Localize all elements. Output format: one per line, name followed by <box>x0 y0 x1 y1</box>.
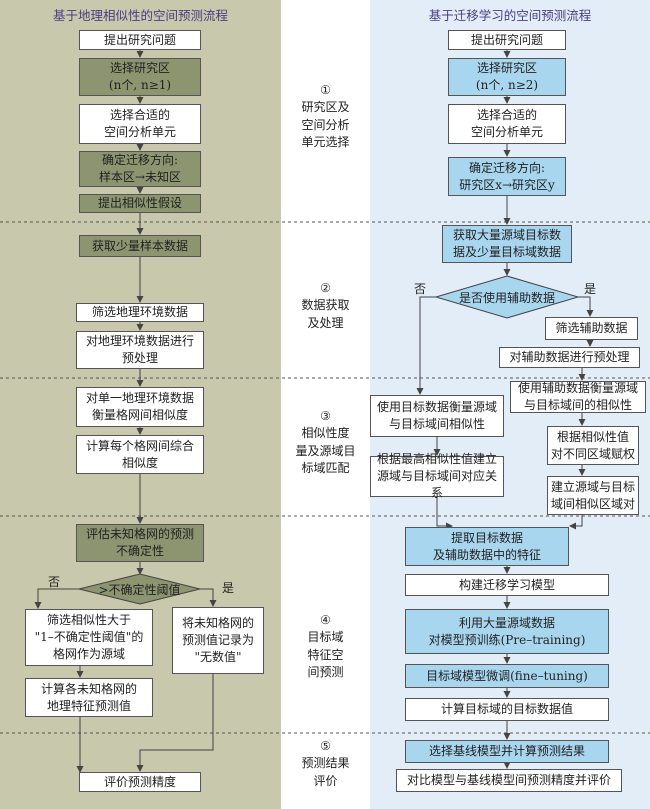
left-filter-env-data: 筛选地理环境数据 <box>76 303 204 322</box>
right-similar-region-pairs: 建立源域与目标 域间相似区域对 <box>547 476 639 515</box>
right-propose-question: 提出研究问题 <box>448 30 566 50</box>
right-target-similarity: 使用目标数据衡量源域 与目标域间相似性 <box>370 395 504 437</box>
left-record-no-value: 将未知格网的 预测值记录为 "无数值" <box>172 607 264 674</box>
right-build-correspondence: 根据最高相似性值建立 源域与目标域间对应关系 <box>370 452 504 500</box>
right-column-title: 基于迁移学习的空间预测流程 <box>428 8 592 23</box>
right-aux-similarity: 使用辅助数据衡量源域 与目标域间的相似性 <box>510 381 646 413</box>
stage-4-text: 目标域 特征空 间预测 <box>307 630 344 680</box>
right-build-model: 构建迁移学习模型 <box>405 574 609 596</box>
left-select-analysis-unit: 选择合适的 空间分析单元 <box>79 104 201 144</box>
stage-4-number: ④ <box>320 613 331 627</box>
right-pretraining: 利用大量源域数据 对模型预训练(Pre–training) <box>405 609 609 654</box>
left-preprocess-env-data: 对地理环境数据进行 预处理 <box>76 331 204 369</box>
right-decision-label: 是否使用辅助数据 <box>458 291 555 305</box>
right-transfer-direction: 确定迁移方向: 研究区x→研究区y <box>448 157 566 196</box>
left-similarity-hypothesis: 提出相似性假设 <box>79 194 201 213</box>
stage-2-number: ② <box>320 281 331 295</box>
right-compute-target-value: 计算目标域的目标数据值 <box>405 698 609 721</box>
right-weight-regions: 根据相似性值 对不同区域赋权 <box>547 426 639 465</box>
stage-3-text: 相似性度 量及源域目 标域匹配 <box>295 426 356 476</box>
stage-4-label: ④ 目标域 特征空 间预测 <box>281 612 370 682</box>
left-compute-prediction: 计算各未知格网的 地理特征预测值 <box>25 678 153 717</box>
stage-3-label: ③ 相似性度 量及源域目 标域匹配 <box>281 408 370 478</box>
left-evaluate-uncertainty: 评估未知格网的预测 不确定性 <box>76 524 204 562</box>
left-filter-source-grid: 筛选相似性大于 "1–不确定性阈值"的 格网作为源域 <box>25 609 153 666</box>
right-select-study-area: 选择研究区 (n个, n≥2) <box>448 58 566 96</box>
left-single-similarity: 对单一地理环境数据 衡量格网间相似度 <box>76 387 204 427</box>
stage-5-label: ⑤ 预测结果 评价 <box>281 738 370 790</box>
left-column-title: 基于地理相似性的空间预测流程 <box>52 8 228 23</box>
left-decision-diamond <box>78 573 201 605</box>
right-no-label: 否 <box>414 282 427 296</box>
left-decision-label: >不确定性阈值 <box>98 583 181 597</box>
stage-3-number: ③ <box>320 409 331 423</box>
left-yes-label: 是 <box>222 581 235 595</box>
right-extract-features: 提取目标数据 及辅助数据中的特征 <box>405 527 569 566</box>
right-preprocess-aux-data: 对辅助数据进行预处理 <box>499 347 640 368</box>
stage-2-label: ② 数据获取 及处理 <box>281 280 370 332</box>
stage-5-text: 预测结果 评价 <box>301 756 350 788</box>
left-evaluate-accuracy: 评价预测精度 <box>79 772 201 792</box>
stage-1-label: ① 研究区及 空间分析 单元选择 <box>281 82 370 152</box>
left-transfer-direction: 确定迁移方向: 样本区→未知区 <box>79 151 201 187</box>
right-compare-accuracy: 对比模型与基线模型间预测精度并评价 <box>396 769 622 792</box>
left-select-study-area: 选择研究区 (n个, n≥1) <box>79 58 201 96</box>
stage-5-number: ⑤ <box>320 739 331 753</box>
right-yes-label: 是 <box>584 282 597 296</box>
left-no-label: 否 <box>48 575 61 589</box>
left-acquire-sample-data: 获取少量样本数据 <box>79 235 201 257</box>
stage-1-number: ① <box>320 83 331 97</box>
right-decision-diamond <box>434 275 580 319</box>
left-propose-question: 提出研究问题 <box>79 30 201 50</box>
stage-1-text: 研究区及 空间分析 单元选择 <box>301 100 350 150</box>
stage-2-text: 数据获取 及处理 <box>301 298 350 330</box>
right-select-analysis-unit: 选择合适的 空间分析单元 <box>448 104 566 144</box>
right-baseline-model: 选择基线模型并计算预测结果 <box>405 740 609 763</box>
right-finetuning: 目标域模型微调(fine–tuning) <box>405 664 609 688</box>
right-acquire-data: 获取大量源域目标数 据及少量目标域数据 <box>442 225 572 263</box>
left-composite-similarity: 计算每个格网间综合 相似度 <box>76 435 204 474</box>
right-filter-aux-data: 筛选辅助数据 <box>545 317 638 340</box>
